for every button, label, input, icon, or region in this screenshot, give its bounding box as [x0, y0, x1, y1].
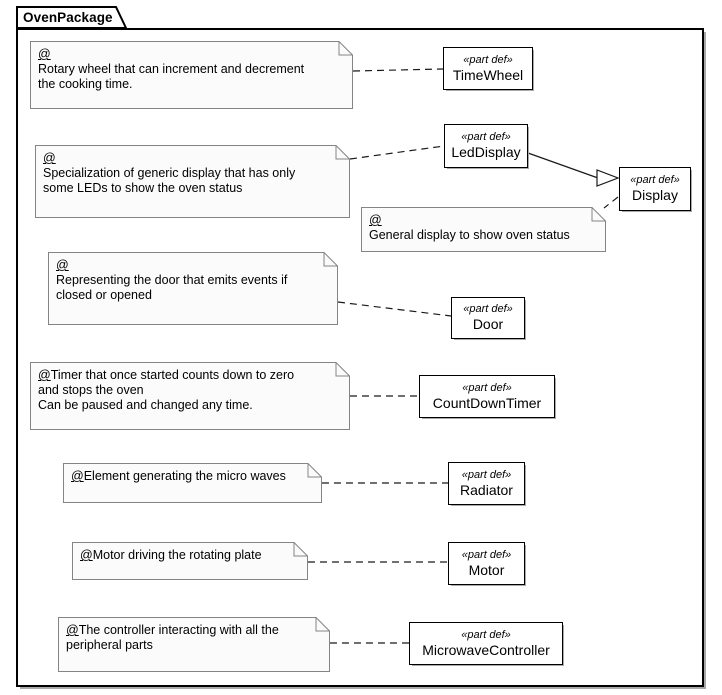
part-name: TimeWheel — [452, 66, 524, 83]
note-shape — [30, 362, 350, 430]
stereotype-label: «part def» — [463, 303, 513, 315]
note-timer: @Timer that once started counts down to … — [30, 362, 350, 430]
note-shape — [35, 145, 350, 218]
stereotype-label: «part def» — [461, 468, 512, 481]
part-name: LedDisplay — [451, 144, 521, 160]
note-shape — [30, 41, 353, 109]
part-name: Motor — [468, 561, 505, 578]
stereotype-label: «part def» — [461, 628, 511, 641]
note-shape — [72, 542, 308, 580]
note-fold-icon — [335, 362, 350, 377]
stereotype-label: «part def» — [630, 174, 680, 186]
note-shape — [361, 207, 606, 252]
note-general-display: @ General display to show oven status — [361, 207, 606, 252]
note-fold-icon — [591, 207, 606, 222]
part-name: CountDownTimer — [432, 394, 542, 411]
partdef-countdowntimer: «part def» CountDownTimer — [419, 375, 555, 418]
note-radiator: @Element generating the micro waves — [63, 463, 322, 503]
note-shape — [63, 463, 322, 503]
note-leddisplay-spec: @ Specialization of generic display that… — [35, 145, 350, 218]
partdef-display: «part def» Display — [619, 167, 691, 211]
package-frame — [16, 28, 704, 687]
note-fold-icon — [293, 542, 308, 557]
partdef-leddisplay: «part def» LedDisplay — [444, 124, 528, 168]
note-shape — [48, 252, 338, 325]
note-shape — [58, 617, 330, 672]
note-fold-icon — [307, 463, 322, 478]
part-name: Radiator — [460, 481, 513, 498]
part-name: Door — [472, 316, 504, 332]
part-name: MicrowaveController — [422, 641, 550, 658]
note-text: @Motor driving the rotating plate — [80, 548, 262, 562]
note-fold-icon — [338, 41, 353, 56]
note-text: @Timer that once started counts down to … — [38, 368, 295, 412]
note-controller: @The controller interacting with all the… — [58, 617, 330, 672]
partdef-timewheel: «part def» TimeWheel — [443, 47, 533, 90]
note-motor: @Motor driving the rotating plate — [72, 542, 308, 580]
note-text: @ Representing the door that emits event… — [56, 258, 288, 302]
part-name: Display — [632, 187, 678, 203]
note-text: @ General display to show oven status — [369, 213, 570, 242]
partdef-motor: «part def» Motor — [448, 542, 525, 585]
note-text: @The controller interacting with all the… — [66, 623, 279, 652]
note-door: @ Representing the door that emits event… — [48, 252, 338, 325]
note-fold-icon — [315, 617, 330, 632]
note-text: @Element generating the micro waves — [71, 469, 286, 483]
package-title: OvenPackage — [23, 10, 113, 25]
note-rotary-wheel: @ Rotary wheel that can increment and de… — [30, 41, 353, 109]
note-fold-icon — [335, 145, 350, 160]
stereotype-label: «part def» — [461, 548, 512, 561]
note-fold-icon — [323, 252, 338, 267]
partdef-microwavecontroller: «part def» MicrowaveController — [409, 622, 563, 665]
partdef-radiator: «part def» Radiator — [448, 462, 525, 505]
stereotype-label: «part def» — [462, 381, 512, 394]
note-text: @ Rotary wheel that can increment and de… — [38, 47, 305, 91]
stereotype-label: «part def» — [463, 53, 513, 66]
note-text: @ Specialization of generic display that… — [43, 151, 296, 195]
partdef-door: «part def» Door — [451, 297, 525, 339]
stereotype-label: «part def» — [461, 131, 511, 143]
